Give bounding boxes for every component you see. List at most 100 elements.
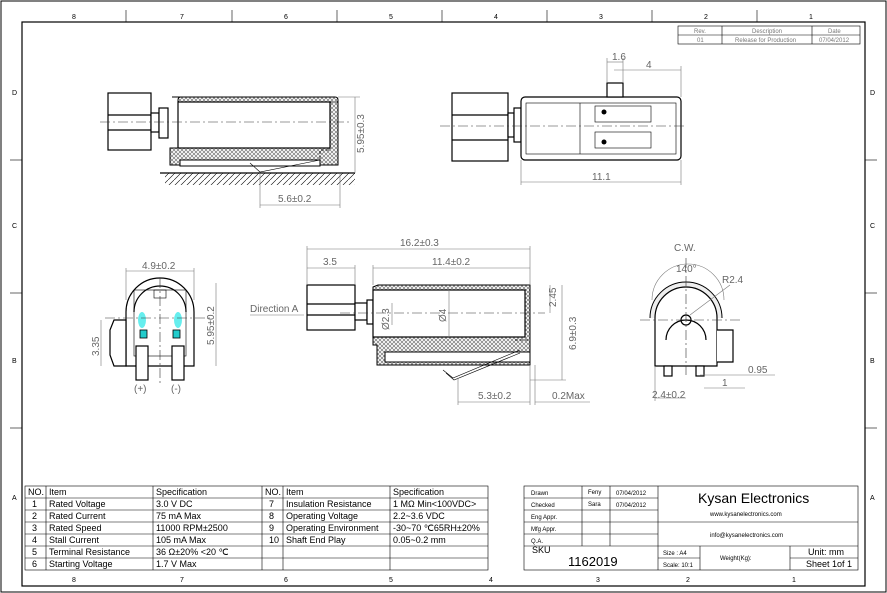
terminal-minus: (-): [171, 384, 181, 395]
zone-col: 1: [792, 577, 796, 584]
zone-row: B: [12, 358, 17, 365]
dim-d2: 1: [722, 378, 728, 389]
spec-no: 7: [269, 499, 274, 509]
company-email[interactable]: info@kysanelectronics.com: [710, 533, 783, 539]
dim-side-terminal: 5.6±0.2: [278, 194, 312, 205]
spec-value: 0.05~0.2 mm: [393, 535, 446, 545]
approval-role: Eng Appr.: [531, 515, 557, 521]
spec-item: Shaft End Play: [286, 535, 346, 545]
spec-value: 1 MΩ Min<100VDC>: [393, 499, 476, 509]
approval-role: Checked: [531, 503, 555, 509]
spec-value: 11000 RPM±2500: [156, 523, 228, 533]
item-header: Item: [286, 487, 304, 497]
dim-tab-width: 1.6: [612, 52, 626, 63]
rev-description: Release for Production: [735, 38, 796, 44]
zone-col: 6: [284, 577, 288, 584]
zone-col: 4: [494, 14, 498, 21]
side-view: 5.95±0.3 5.6±0.2: [100, 92, 367, 208]
spec-no: 3: [32, 523, 37, 533]
revision-block: Rev. Description Date 01 Release for Pro…: [677, 25, 861, 45]
end-view: C.W. 140° R2.4 0.95 1 2.4±0.2: [640, 243, 775, 401]
zone-row: C: [12, 223, 17, 230]
spec-value: 105 mA Max: [156, 535, 207, 545]
dim-weight-length: 3.5: [323, 257, 337, 268]
dim-body-diameter: Ø4: [438, 308, 449, 322]
spec-value: 75 mA Max: [156, 511, 202, 521]
paper-size: Size : A4: [663, 551, 687, 557]
spec-value: 3.0 V DC: [156, 499, 193, 509]
zone-row: C: [870, 223, 875, 230]
direction-a-label: Direction A: [250, 304, 299, 315]
zone-col: 2: [704, 14, 708, 21]
spec-value: 2.2~3.6 VDC: [393, 511, 445, 521]
zone-row: D: [12, 90, 17, 97]
zone-row: A: [870, 495, 875, 502]
zone-col: 4: [489, 577, 493, 584]
dim-front-width: 4.9±0.2: [142, 261, 176, 272]
dim-radius: R2.4: [722, 275, 744, 286]
sheet-label: Sheet 1of 1: [806, 559, 852, 569]
zone-col: 1: [809, 14, 813, 21]
zone-col: 8: [72, 577, 76, 584]
company-website[interactable]: www.kysanelectronics.com: [709, 512, 782, 518]
dim-tab-offset: 4: [646, 60, 652, 71]
spec-no: 5: [32, 547, 37, 557]
dim-center-height: 2.45: [548, 287, 559, 307]
spec-no: 9: [269, 523, 274, 533]
spec-no: 4: [32, 535, 37, 545]
zone-col: 8: [72, 14, 76, 21]
zone-row: B: [870, 358, 875, 365]
rev-date: 07/04/2012: [819, 38, 850, 44]
approval-role: Drawn: [531, 491, 548, 497]
sku-label: SKU: [532, 545, 551, 555]
spec-item: Operating Voltage: [286, 511, 358, 521]
spec-item: Operating Environment: [286, 523, 379, 533]
zone-row: D: [870, 90, 875, 97]
spec-item: Starting Voltage: [49, 559, 113, 569]
dim-top-length: 11.1: [592, 172, 611, 183]
approval-role: Q.A.: [531, 539, 543, 545]
approval-date: 07/04/2012: [616, 491, 647, 497]
zone-col: 7: [180, 577, 184, 584]
spec-header: Specification: [156, 487, 207, 497]
zone-col: 2: [686, 577, 690, 584]
spec-item: Terminal Resistance: [49, 547, 130, 557]
spec-no: 1: [32, 499, 37, 509]
zone-col: 3: [596, 577, 600, 584]
rev-header: Rev.: [694, 29, 706, 35]
spec-item: Rated Voltage: [49, 499, 106, 509]
weight-label: Weight(Kg):: [720, 556, 752, 562]
dim-side-height: 5.95±0.3: [356, 114, 367, 153]
company-name: Kysan Electronics: [698, 490, 809, 506]
spec-item: Stall Current: [49, 535, 100, 545]
spec-value: 36 Ω±20% <20 ℃: [156, 547, 229, 557]
rev-value: 01: [697, 38, 704, 44]
item-header: Item: [49, 487, 67, 497]
zone-row: A: [12, 495, 17, 502]
front-view: 4.9±0.2 5.95±0.2 3.35 (+) (-): [91, 261, 217, 395]
date-header: Date: [828, 29, 841, 35]
spec-no: 6: [32, 559, 37, 569]
dim-d3: 2.4±0.2: [652, 390, 686, 401]
zone-markers: 8 7 6 5 4 3 2 1 8 7 6 5 4 3 2 1 D C B A …: [10, 10, 877, 584]
spec-item: Insulation Resistance: [286, 499, 372, 509]
spec-item: Rated Speed: [49, 523, 102, 533]
zone-col: 6: [284, 14, 288, 21]
dim-body-length: 11.4±0.2: [432, 257, 471, 268]
top-view: 1.6 4 11.1: [440, 52, 685, 185]
spec-value: -30~70 ℃65RH±20%: [393, 523, 480, 533]
zone-col: 7: [180, 14, 184, 21]
section-view: 16.2±0.3 3.5 11.4±0.2 Direction A Ø2.3 Ø…: [250, 238, 590, 405]
spec-value: 1.7 V Max: [156, 559, 197, 569]
inner-border: [21, 21, 866, 587]
zone-col: 5: [389, 14, 393, 21]
dim-front-height: 5.95±0.2: [206, 306, 217, 345]
no-header: NO.: [28, 487, 44, 497]
approver-name: Feny: [588, 490, 601, 496]
no-header: NO.: [265, 487, 281, 497]
dim-end-play: 0.2Max: [552, 391, 585, 402]
rotation-direction: C.W.: [674, 243, 696, 254]
